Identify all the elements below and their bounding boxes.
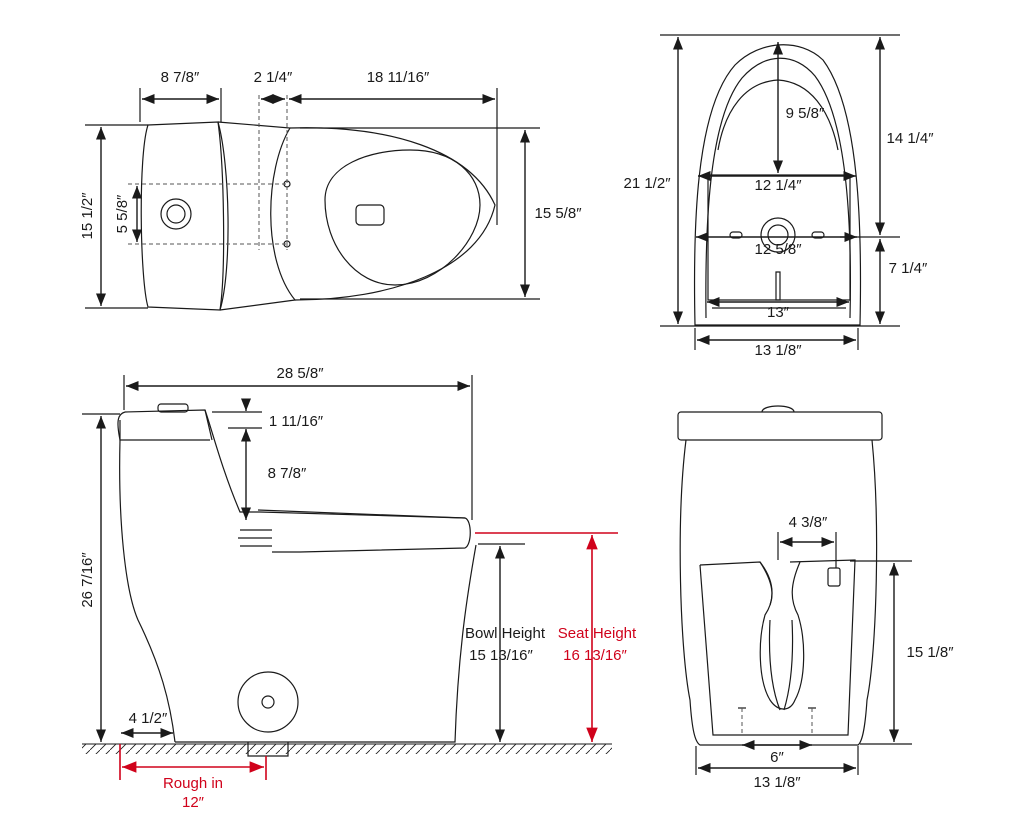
dim-overall-length-label: 21 1/2″ [623, 175, 671, 192]
dim-inner-width-upper: 12 1/4″ [698, 170, 856, 194]
dim-base-height: 15 1/8″ [888, 563, 954, 742]
dim-wall-gap-label: 4 1/2″ [129, 710, 168, 727]
rough-in-value: 12″ [182, 794, 205, 811]
bowl-height-value: 15 13/16″ [469, 647, 533, 664]
dim-bowl-length: 18 11/16″ [289, 69, 495, 105]
dim-overall-height-label: 26 7/16″ [79, 552, 96, 608]
dim-base-width-inner: 13″ [707, 296, 849, 321]
dim-rough-in: Rough in 12″ [119, 744, 267, 811]
dim-base-width-label: 13 1/8″ [753, 774, 801, 791]
dim-overall-width-label: 15 1/2″ [79, 192, 96, 240]
dim-tank-rise-label: 8 7/8″ [268, 465, 307, 482]
dim-button-spacing-label: 5 5/8″ [114, 194, 131, 233]
dim-rear-height: 14 1/4″ [874, 37, 934, 235]
dim-base-width-inner-label: 13″ [767, 304, 790, 321]
dim-bolt-spacing: 6″ [742, 739, 812, 766]
dim-upper-depth: 9 5/8″ [772, 42, 825, 173]
dim-overall-height: 26 7/16″ [79, 416, 107, 742]
dim-gap: 2 1/4″ [254, 69, 293, 105]
side-view-outline [117, 403, 477, 757]
side-ground [82, 743, 612, 754]
dim-base-width-outer: 13 1/8″ [697, 334, 856, 359]
dim-overall-depth-label: 28 5/8″ [276, 365, 324, 382]
front-view: 4 3/8″ 15 1/8″ 6″ 13 1/8″ [677, 405, 954, 791]
top-view-outline [128, 95, 496, 311]
dim-base-height-label: 15 1/8″ [906, 644, 954, 661]
dim-seat-height: Seat Height 16 13/16″ [475, 532, 637, 742]
dim-inner-width-mid: 12 5/8″ [696, 231, 857, 258]
dim-trap-offset: 4 3/8″ [780, 514, 834, 548]
side-view: 28 5/8″ 1 11/16″ 8 7/8″ 26 7/16″ Bowl He… [79, 365, 637, 811]
dim-tank-depth-label: 8 7/8″ [161, 69, 200, 86]
top-view: 8 7/8″ 2 1/4″ 18 11/16″ 15 1/2″ 5 5/8″ 1… [79, 69, 582, 311]
dim-overall-width: 15 1/2″ [79, 127, 107, 306]
dim-overall-length: 21 1/2″ [623, 37, 684, 324]
dim-front-height: 7 1/4″ [874, 239, 928, 324]
rough-in-label: Rough in [163, 775, 223, 792]
dim-bowl-height: Bowl Height 15 13/16″ [465, 546, 546, 742]
dim-rear-height-label: 14 1/4″ [886, 130, 934, 147]
dim-tank-rise: 8 7/8″ [240, 430, 307, 520]
dim-lid-thickness: 1 11/16″ [240, 398, 324, 442]
dim-bowl-width-label: 15 5/8″ [534, 205, 582, 222]
dim-overall-depth: 28 5/8″ [126, 365, 470, 392]
dim-front-height-label: 7 1/4″ [889, 260, 928, 277]
front-view-outline [677, 405, 883, 746]
dim-upper-depth-label: 9 5/8″ [786, 105, 825, 122]
dim-wall-gap: 4 1/2″ [121, 710, 173, 739]
bottom-view: 21 1/2″ 9 5/8″ 14 1/4″ 12 1/4″ 12 5/8″ 7… [623, 34, 934, 359]
dim-inner-width-upper-label: 12 1/4″ [754, 177, 802, 194]
seat-height-value: 16 13/16″ [563, 647, 627, 664]
dim-bolt-spacing-label: 6″ [770, 749, 784, 766]
dim-base-width-outer-label: 13 1/8″ [754, 342, 802, 359]
dim-base-width: 13 1/8″ [698, 762, 856, 791]
dim-tank-depth: 8 7/8″ [142, 69, 219, 105]
dim-bowl-length-label: 18 11/16″ [367, 69, 430, 86]
seat-height-label: Seat Height [558, 625, 637, 642]
dim-gap-label: 2 1/4″ [254, 69, 293, 86]
dim-inner-width-mid-label: 12 5/8″ [754, 241, 802, 258]
dim-lid-thickness-label: 1 11/16″ [269, 413, 324, 430]
dim-trap-offset-label: 4 3/8″ [789, 514, 828, 531]
dim-button-spacing: 5 5/8″ [114, 186, 143, 242]
bowl-height-label: Bowl Height [465, 625, 546, 642]
dim-bowl-width: 15 5/8″ [519, 130, 582, 297]
